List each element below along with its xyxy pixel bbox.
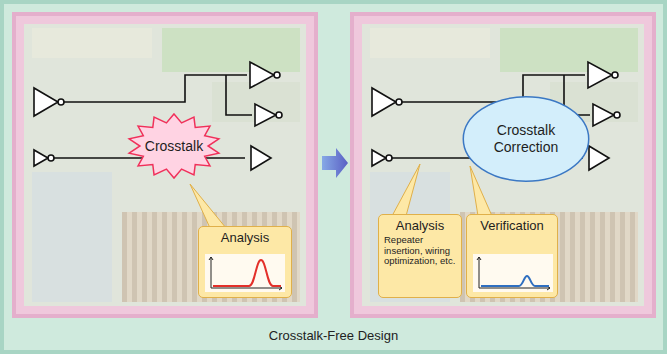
waveform-curve (481, 276, 549, 286)
graph-axes (477, 257, 550, 290)
waveform-graph (473, 254, 553, 292)
ellipse-shape (463, 97, 588, 181)
node-heading: Verification (472, 218, 552, 234)
callout-tail (190, 184, 226, 228)
graph-ground (473, 254, 553, 292)
analysis-callout: AnalysisRepeater insertion, wiring optim… (378, 214, 462, 298)
node-heading: Crosstalk Correction (483, 122, 569, 156)
crosstalk-burst: Crosstalk (128, 114, 220, 178)
waveform-curve (213, 260, 281, 286)
correction-ellipse: Crosstalk Correction (462, 96, 590, 182)
figure-caption: Crosstalk-Free Design (0, 328, 667, 344)
burst-shape (129, 114, 219, 178)
node-heading: Crosstalk (145, 138, 203, 155)
node-heading: Analysis (204, 230, 286, 246)
graph-ground (205, 254, 285, 292)
waveform-graph (205, 254, 285, 292)
callout-tail (392, 164, 420, 216)
node-heading: Analysis (384, 218, 456, 234)
node-body: Repeater insertion, wiring optimization,… (384, 235, 456, 268)
chip-photo (12, 12, 318, 318)
transition-arrow (322, 148, 348, 178)
graph-axes (209, 257, 282, 290)
analysis-callout: Analysis (198, 226, 292, 298)
chip-photo (350, 12, 656, 318)
verification-callout: Verification (466, 214, 558, 298)
